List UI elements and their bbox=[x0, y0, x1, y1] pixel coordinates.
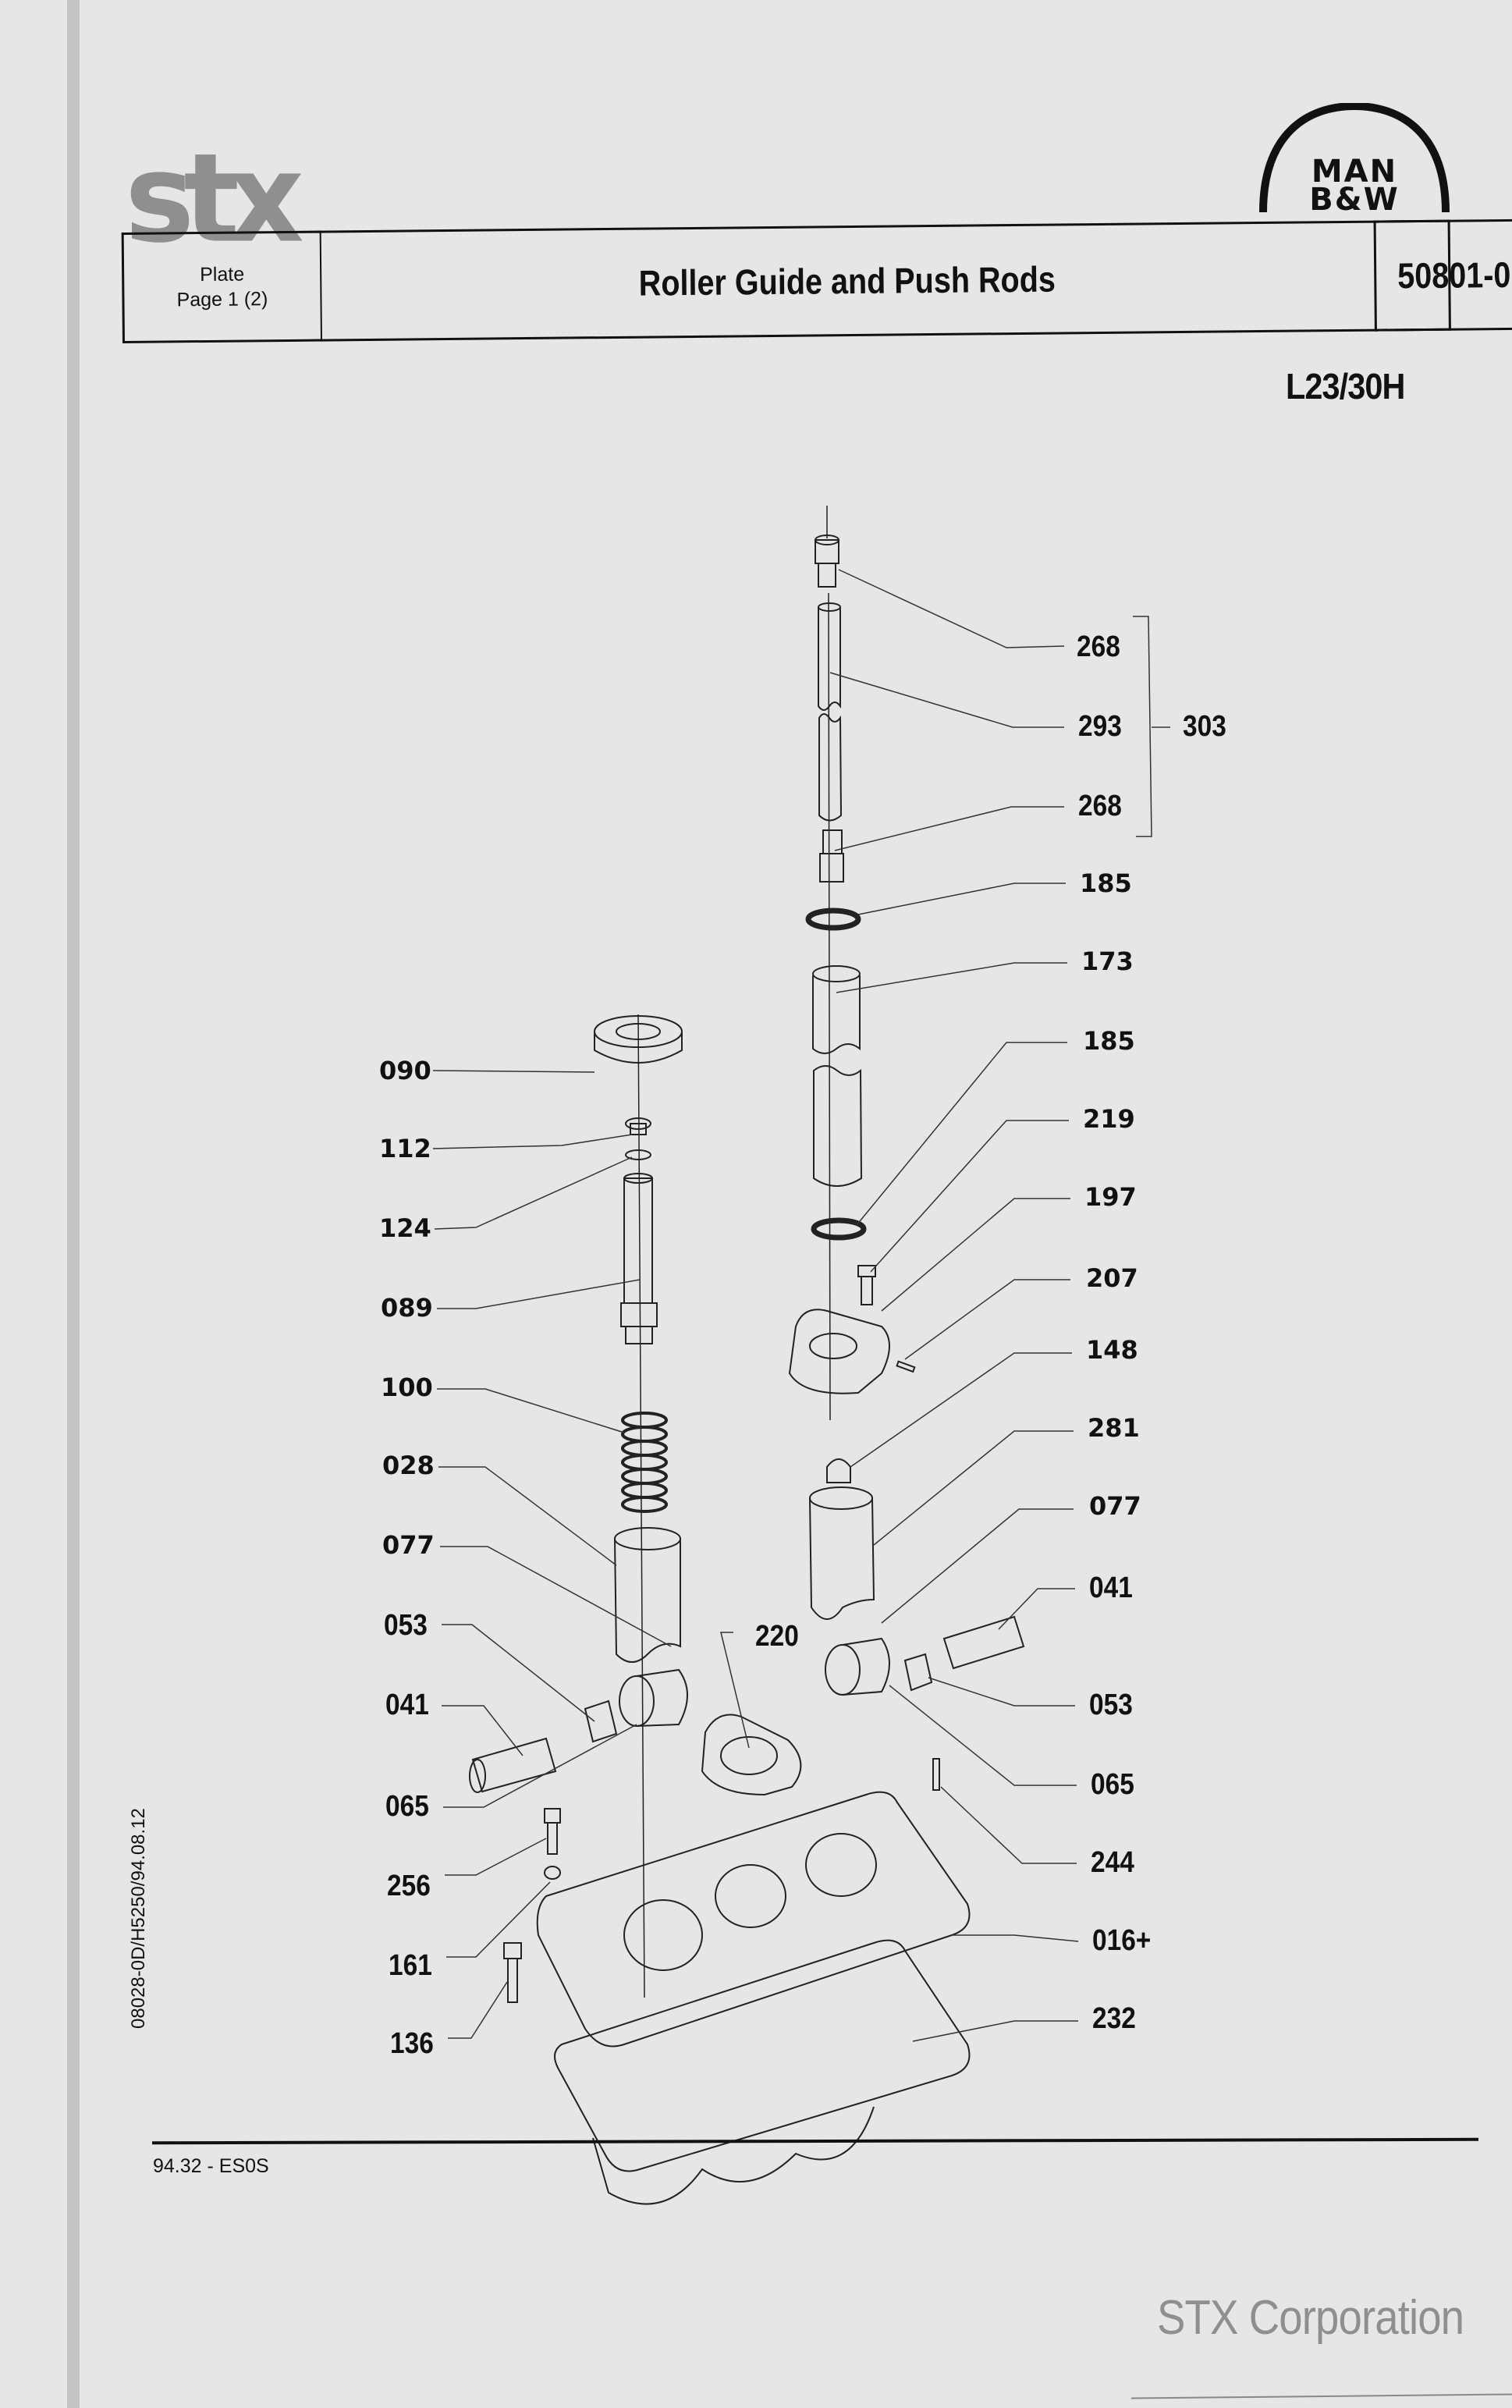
callout-161: 161 bbox=[389, 1949, 432, 1982]
callout-065-right: 065 bbox=[1091, 1768, 1134, 1801]
callout-244: 244 bbox=[1091, 1846, 1134, 1879]
callout-281: 281 bbox=[1088, 1413, 1140, 1443]
callout-041-right: 041 bbox=[1089, 1572, 1133, 1604]
callout-016-plus: 016+ bbox=[1092, 1924, 1152, 1957]
callout-256: 256 bbox=[387, 1870, 431, 1902]
engine-model: L23/30H bbox=[1286, 366, 1405, 407]
callout-028: 028 bbox=[382, 1451, 435, 1480]
callout-077-right: 077 bbox=[1089, 1491, 1141, 1521]
callout-185-top: 185 bbox=[1080, 868, 1132, 898]
callout-293: 293 bbox=[1078, 710, 1122, 743]
callout-100: 100 bbox=[381, 1373, 433, 1402]
callout-207: 207 bbox=[1086, 1263, 1138, 1293]
arch-icon bbox=[1259, 101, 1450, 213]
page-gutter bbox=[67, 0, 80, 2408]
callout-185-bottom: 185 bbox=[1083, 1026, 1135, 1056]
side-reference-code: 08028-0D/H5250/94.08.12 bbox=[128, 1808, 149, 2029]
stx-logo: stx bbox=[125, 127, 304, 271]
callout-303-assembly: 303 bbox=[1183, 710, 1226, 743]
man-bw-logo: MAN B&W bbox=[1252, 101, 1457, 218]
callout-077-left: 077 bbox=[382, 1530, 435, 1560]
callout-268-bottom: 268 bbox=[1078, 790, 1122, 822]
callout-124: 124 bbox=[379, 1213, 431, 1243]
callout-268-top: 268 bbox=[1077, 630, 1120, 663]
callout-173: 173 bbox=[1081, 947, 1134, 976]
callout-220: 220 bbox=[755, 1620, 799, 1653]
man-text: MAN bbox=[1311, 154, 1398, 190]
callout-053-left: 053 bbox=[384, 1609, 428, 1642]
callout-219: 219 bbox=[1083, 1104, 1135, 1134]
bw-text: B&W bbox=[1309, 182, 1400, 218]
callout-232: 232 bbox=[1092, 2002, 1136, 2035]
callout-197: 197 bbox=[1084, 1182, 1137, 1212]
callout-089: 089 bbox=[381, 1293, 433, 1323]
footer-company: STX Corporation bbox=[1157, 2291, 1464, 2345]
callout-148: 148 bbox=[1086, 1335, 1138, 1365]
callout-090: 090 bbox=[379, 1056, 431, 1085]
callout-065-left: 065 bbox=[385, 1790, 429, 1823]
footer-code: 94.32 - ES0S bbox=[153, 2155, 269, 2177]
callout-041-left: 041 bbox=[385, 1689, 429, 1721]
callout-136: 136 bbox=[390, 2027, 434, 2060]
callout-112: 112 bbox=[379, 1134, 431, 1163]
callout-053-right: 053 bbox=[1089, 1689, 1133, 1721]
